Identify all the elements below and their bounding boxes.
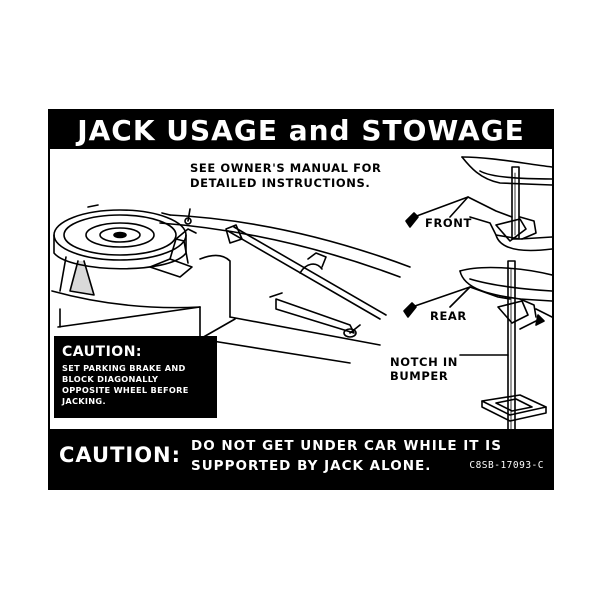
part-number: C8SB-17093-C	[469, 460, 544, 471]
bottom-warning-heading: CAUTION:	[59, 443, 182, 467]
bottom-warning-line-2: SUPPORTED BY JACK ALONE.	[191, 458, 432, 474]
owner-manual-line-2: DETAILED INSTRUCTIONS.	[190, 176, 371, 190]
bottom-warning-bar: CAUTION: DO NOT GET UNDER CAR WHILE IT I…	[50, 429, 552, 488]
notch-label-line-1: NOTCH IN	[390, 355, 459, 369]
stowed-jack	[225, 224, 387, 338]
front-label-text: FRONT	[425, 216, 472, 230]
title-bar: JACK USAGE and STOWAGE	[50, 111, 552, 149]
jack-illustration	[51, 156, 552, 429]
decal-title: JACK USAGE and STOWAGE	[77, 113, 525, 147]
owner-manual-note: SEE OWNER'S MANUAL FOR DETAILED INSTRUCT…	[190, 161, 410, 191]
front-jack-scene	[405, 156, 552, 252]
caution-box-line: OPPOSITE WHEEL BEFORE	[62, 385, 189, 395]
bottom-warning-message: DO NOT GET UNDER CAR WHILE IT IS SUPPORT…	[191, 436, 502, 476]
owner-manual-line-1: SEE OWNER'S MANUAL FOR	[190, 161, 382, 175]
caution-box-line: JACKING.	[62, 396, 106, 406]
notch-label: NOTCH IN BUMPER	[390, 355, 458, 383]
spare-tire	[53, 204, 187, 296]
caution-box: CAUTION: SET PARKING BRAKE AND BLOCK DIA…	[54, 336, 217, 418]
caution-box-heading: CAUTION:	[62, 344, 143, 360]
front-label: FRONT	[425, 216, 472, 230]
rear-jack-scene	[403, 260, 552, 429]
rear-label-text: REAR	[430, 309, 467, 323]
trunk-outline	[51, 214, 411, 364]
notch-label-line-2: BUMPER	[390, 369, 449, 383]
caution-box-line: BLOCK DIAGONALLY	[62, 374, 159, 384]
caution-box-line: SET PARKING BRAKE AND	[62, 363, 186, 373]
rear-label: REAR	[430, 309, 467, 323]
jack-decal: JACK USAGE and STOWAGE	[48, 109, 554, 490]
bottom-warning-line-1: DO NOT GET UNDER CAR WHILE IT IS	[191, 438, 502, 454]
tire-jack-mount	[149, 208, 197, 278]
